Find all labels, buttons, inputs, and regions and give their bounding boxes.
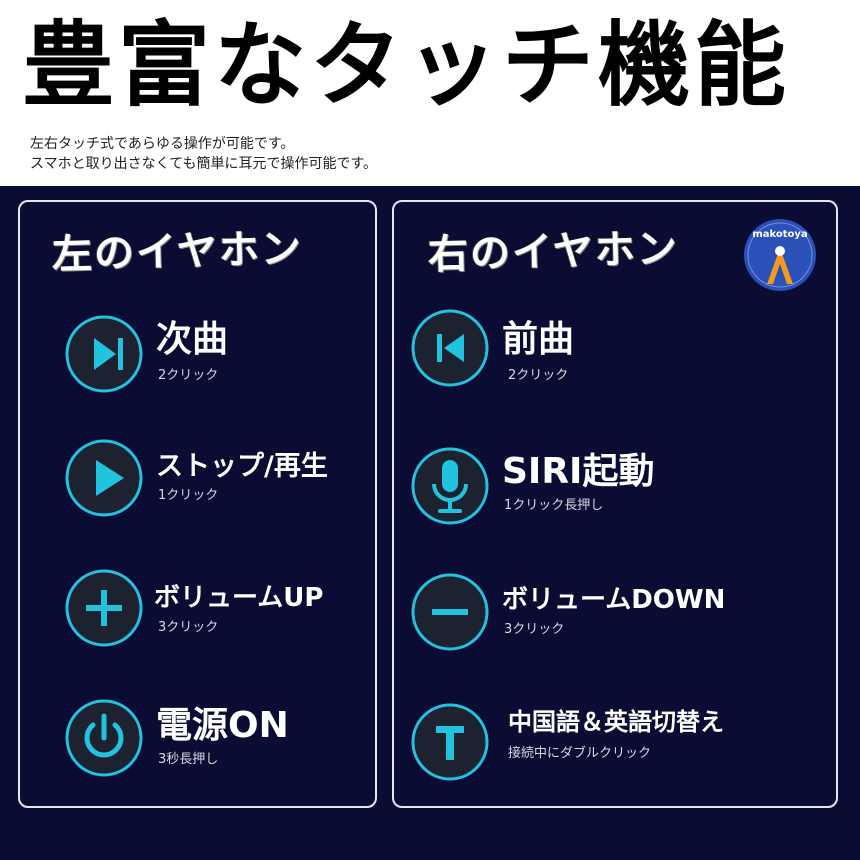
left-item-sub: 3秒長押し <box>158 752 219 767</box>
play-icon <box>64 438 144 518</box>
letter-t-icon <box>410 702 490 782</box>
previous-track-icon <box>410 308 490 388</box>
right-item-label: 中国語＆英語切替え <box>508 708 724 736</box>
subtitle-line-1: 左右タッチ式であらゆる操作が可能です。 <box>30 136 295 152</box>
makotoya-logo: makotoya <box>743 218 817 292</box>
right-item-sub: 3クリック <box>504 622 565 637</box>
subtitle-line-2: スマホと取り出さなくても簡単に耳元で操作可能です。 <box>30 156 378 172</box>
right-item-sub: 2クリック <box>508 368 569 383</box>
subtitle: 左右タッチ式であらゆる操作が可能です。 スマホと取り出さなくても簡単に耳元で操作… <box>30 134 377 174</box>
left-earphone-panel: 左のイヤホン 次曲 2クリック ストップ/再生 1クリック <box>18 200 377 808</box>
left-item-sub: 3クリック <box>158 620 219 635</box>
right-earphone-panel: 右のイヤホン makotoya 前曲 2クリック <box>392 200 838 808</box>
left-item-label: ストップ/再生 <box>156 451 328 482</box>
left-panel-title: 左のイヤホン <box>51 225 304 279</box>
right-panel-title: 右のイヤホン <box>427 225 680 279</box>
left-item-label: 次曲 <box>156 319 229 360</box>
right-item-label: ボリュームDOWN <box>502 585 726 615</box>
next-track-icon <box>64 314 144 394</box>
right-item-sub: 1クリック長押し <box>504 498 604 513</box>
right-item-label: 前曲 <box>502 319 575 360</box>
left-item-label: 電源ON <box>156 705 289 746</box>
page-title: 豊富なタッチ機能 <box>22 11 791 119</box>
left-item-label: ボリュームUP <box>154 583 324 613</box>
left-item-sub: 1クリック <box>158 488 219 503</box>
power-icon <box>64 698 144 778</box>
left-item-sub: 2クリック <box>158 368 219 383</box>
microphone-icon <box>410 446 490 526</box>
logo-text: makotoya <box>752 229 808 240</box>
header: 豊富なタッチ機能 左右タッチ式であらゆる操作が可能です。 スマホと取り出さなくて… <box>0 0 860 186</box>
plus-icon <box>64 568 144 648</box>
minus-icon <box>410 572 490 652</box>
right-item-label: SIRI起動 <box>502 451 655 492</box>
right-item-sub: 接続中にダブルクリック <box>508 746 652 761</box>
